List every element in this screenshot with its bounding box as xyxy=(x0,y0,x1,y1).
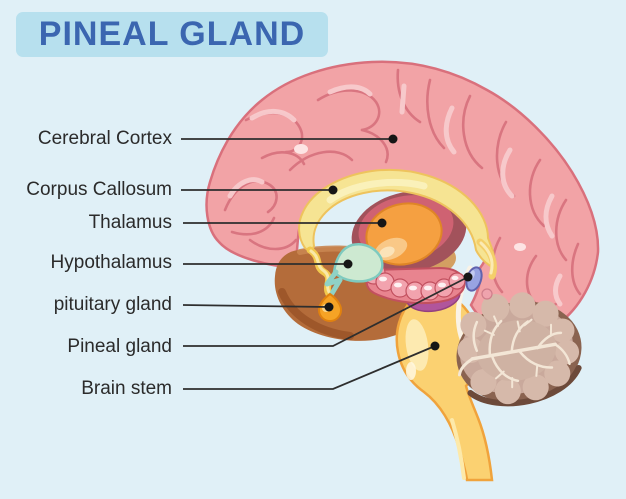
leader-dots xyxy=(324,134,473,351)
marker-dot-brain-stem xyxy=(430,341,440,351)
hypothalamus-shape xyxy=(324,243,384,298)
marker-dot-pineal-gland xyxy=(463,272,473,282)
cerebellum-lobules xyxy=(457,292,580,405)
label-corpus-callosum: Corpus Callosum xyxy=(26,179,172,200)
leader-lines xyxy=(181,138,469,390)
leader-line-pineal-gland xyxy=(183,276,469,347)
arbor-vitae-tree xyxy=(457,315,571,389)
leader-line-pituitary-gland xyxy=(182,304,330,308)
marker-dot-hypothalamus xyxy=(343,259,353,269)
thalamus-shape xyxy=(365,202,443,266)
label-thalamus: Thalamus xyxy=(88,212,172,233)
marker-dot-thalamus xyxy=(377,218,387,228)
label-pituitary-gland: pituitary gland xyxy=(53,294,172,315)
cerebral-cortex-shape xyxy=(205,60,600,336)
marker-dot-cerebral-cortex xyxy=(388,134,398,144)
page-title: PINEAL GLAND xyxy=(16,12,328,57)
gyri-highlights xyxy=(227,83,563,307)
label-brain-stem: Brain stem xyxy=(81,378,172,399)
marker-dot-pituitary-gland xyxy=(324,302,334,312)
label-cerebral-cortex: Cerebral Cortex xyxy=(37,128,172,149)
cerebellum-shape xyxy=(456,292,582,407)
label-pineal-gland: Pineal gland xyxy=(67,336,172,357)
marker-dot-corpus-callosum xyxy=(328,185,338,195)
leader-line-brain-stem xyxy=(183,345,436,390)
label-hypothalamus: Hypothalamus xyxy=(50,252,172,273)
cortex-shine xyxy=(294,144,308,154)
cortex-shine-2 xyxy=(514,243,526,251)
corpus-callosum-shape xyxy=(298,168,497,298)
